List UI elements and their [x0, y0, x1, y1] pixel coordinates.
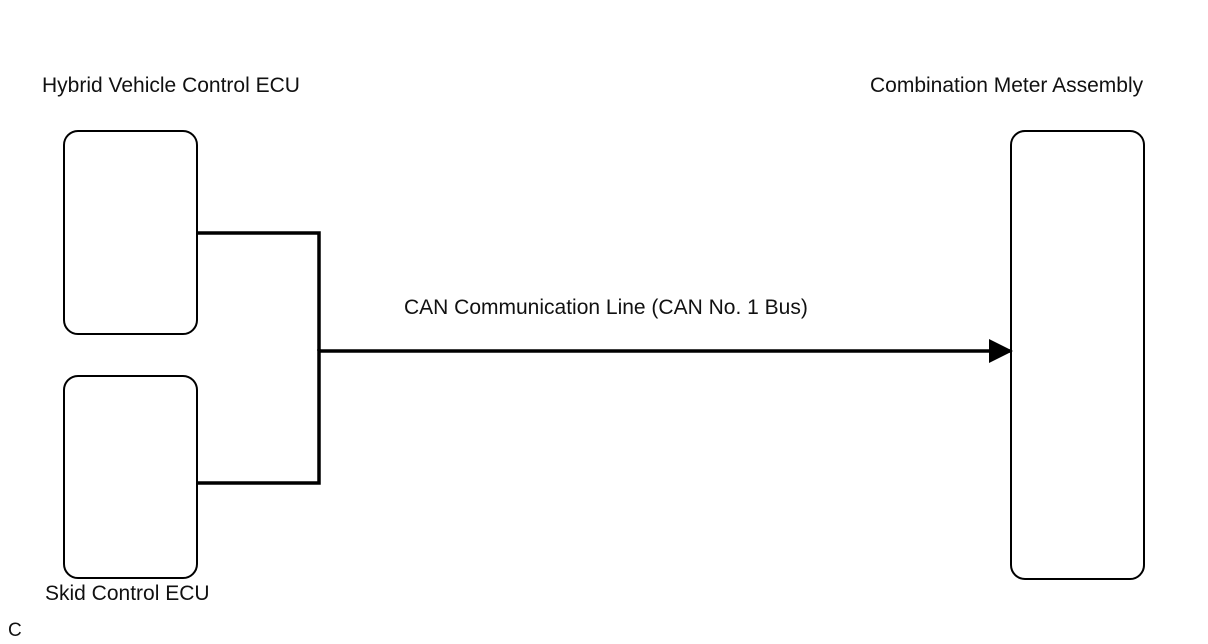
combination-meter-box	[1010, 130, 1145, 580]
combination-meter-label: Combination Meter Assembly	[870, 74, 1144, 97]
hybrid-ecu-box	[63, 130, 198, 335]
hybrid-ecu-wire	[197, 231, 321, 351]
skid-ecu-wire	[197, 349, 321, 485]
skid-ecu-box	[63, 375, 198, 579]
figure-code: C	[8, 620, 22, 641]
skid-ecu-label: Skid Control ECU	[45, 582, 210, 605]
can-bus-label: CAN Communication Line (CAN No. 1 Bus)	[404, 296, 808, 319]
hybrid-ecu-label: Hybrid Vehicle Control ECU	[42, 74, 300, 97]
